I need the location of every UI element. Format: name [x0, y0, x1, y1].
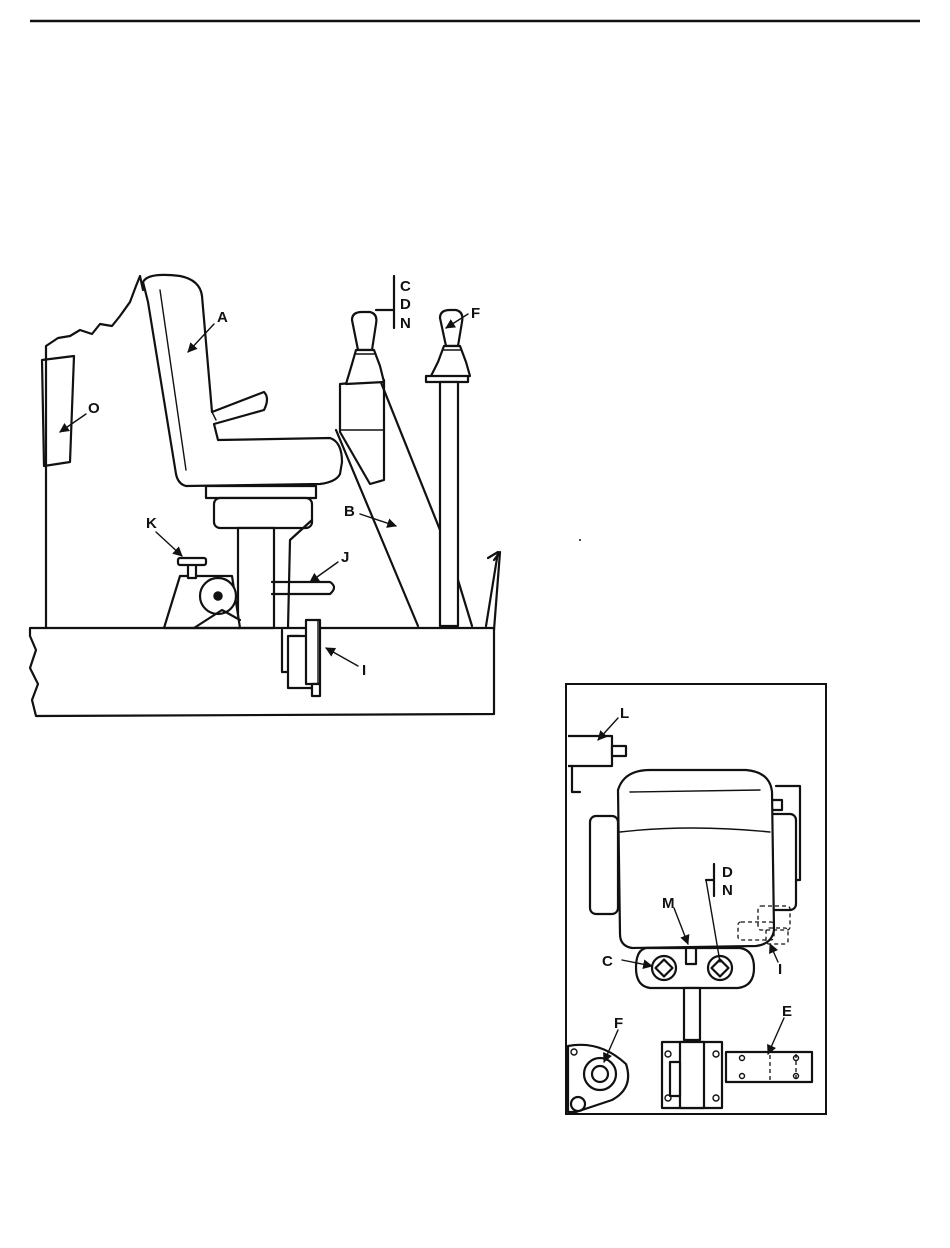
callout-f-top: F: [614, 1015, 623, 1032]
operator-seat: [143, 275, 342, 628]
callout-e: E: [782, 1003, 792, 1020]
callout-l: L: [620, 705, 629, 722]
component-l: [568, 736, 612, 766]
callout-c-top: C: [602, 953, 613, 970]
control-lever-f: [426, 310, 472, 626]
callout-d: D: [400, 296, 411, 313]
seat-pedestal: [238, 528, 274, 628]
floor-slab: [30, 628, 494, 716]
side-view-illustration: [30, 275, 500, 716]
callout-o: O: [88, 400, 100, 417]
mount-bracket-i: [282, 620, 320, 696]
lever-j: [272, 582, 334, 594]
callout-f: F: [471, 305, 480, 322]
plate-e: [726, 1052, 812, 1082]
callout-c: C: [400, 278, 411, 295]
callout-a: A: [217, 309, 228, 326]
callout-k: K: [146, 515, 157, 532]
seat-base-plate: [206, 486, 316, 498]
callout-j: J: [341, 549, 349, 566]
control-lever-cdn: [346, 312, 384, 384]
pedal-bracket-k: [164, 558, 240, 628]
callout-n-top: N: [722, 882, 733, 899]
callout-n: N: [400, 315, 411, 332]
seat-top-view: [590, 770, 796, 948]
callout-i-top: I: [778, 961, 782, 978]
cab-wall-outline: [46, 276, 143, 628]
callout-i: I: [362, 662, 366, 679]
callout-d-top: D: [722, 864, 733, 881]
left-armrest: [590, 816, 618, 914]
callout-b: B: [344, 503, 355, 520]
top-view-inset: [566, 684, 826, 1114]
seat-swivel: [214, 498, 312, 528]
callout-m: M: [662, 895, 675, 912]
switch-m: [686, 948, 696, 964]
